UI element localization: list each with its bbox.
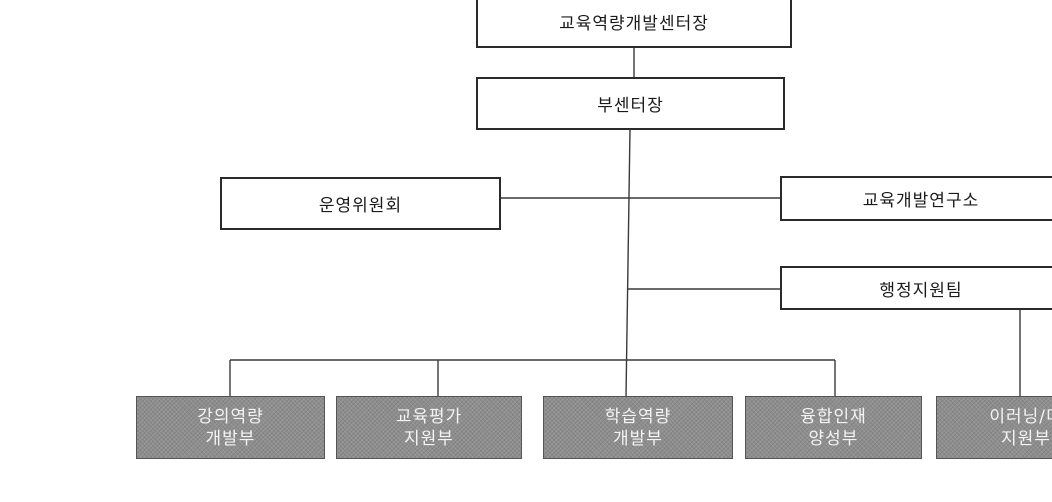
director-box: 교육역량개발센터장	[476, 0, 792, 48]
department-4-line2: 양성부	[808, 428, 859, 449]
research-institute-label: 교육개발연구소	[862, 191, 980, 211]
department-box-3: 학습역량 개발부	[543, 396, 733, 459]
department-1-line1: 강의역량	[197, 406, 264, 427]
department-2-line2: 지원부	[404, 428, 454, 449]
department-box-2: 교육평가 지원부	[336, 396, 522, 459]
department-4-line1: 융합인재	[800, 406, 867, 427]
department-box-5: 이러닝/미 지원부	[936, 396, 1052, 459]
vice-director-label: 부센터장	[597, 96, 664, 116]
committee-box: 운영위원회	[220, 177, 501, 230]
department-box-1: 강의역량 개발부	[136, 396, 325, 459]
research-institute-box: 교육개발연구소	[780, 176, 1052, 221]
vice-director-box: 부센터장	[476, 77, 785, 130]
director-label: 교육역량개발센터장	[559, 13, 709, 34]
department-5-line2: 지원부	[1001, 428, 1051, 449]
admin-team-label: 행정지원팀	[879, 280, 963, 301]
department-3-line2: 개발부	[613, 428, 663, 449]
department-5-line1: 이러닝/미	[989, 406, 1052, 427]
department-3-line1: 학습역량	[604, 406, 672, 427]
department-1-line2: 개발부	[205, 428, 256, 449]
department-2-line1: 교육평가	[395, 406, 463, 427]
connector-vice-trunk	[625, 128, 631, 398]
admin-team-box: 행정지원팀	[780, 266, 1052, 310]
department-box-4: 융합인재 양성부	[745, 396, 922, 459]
committee-label: 운영위원회	[318, 196, 403, 216]
